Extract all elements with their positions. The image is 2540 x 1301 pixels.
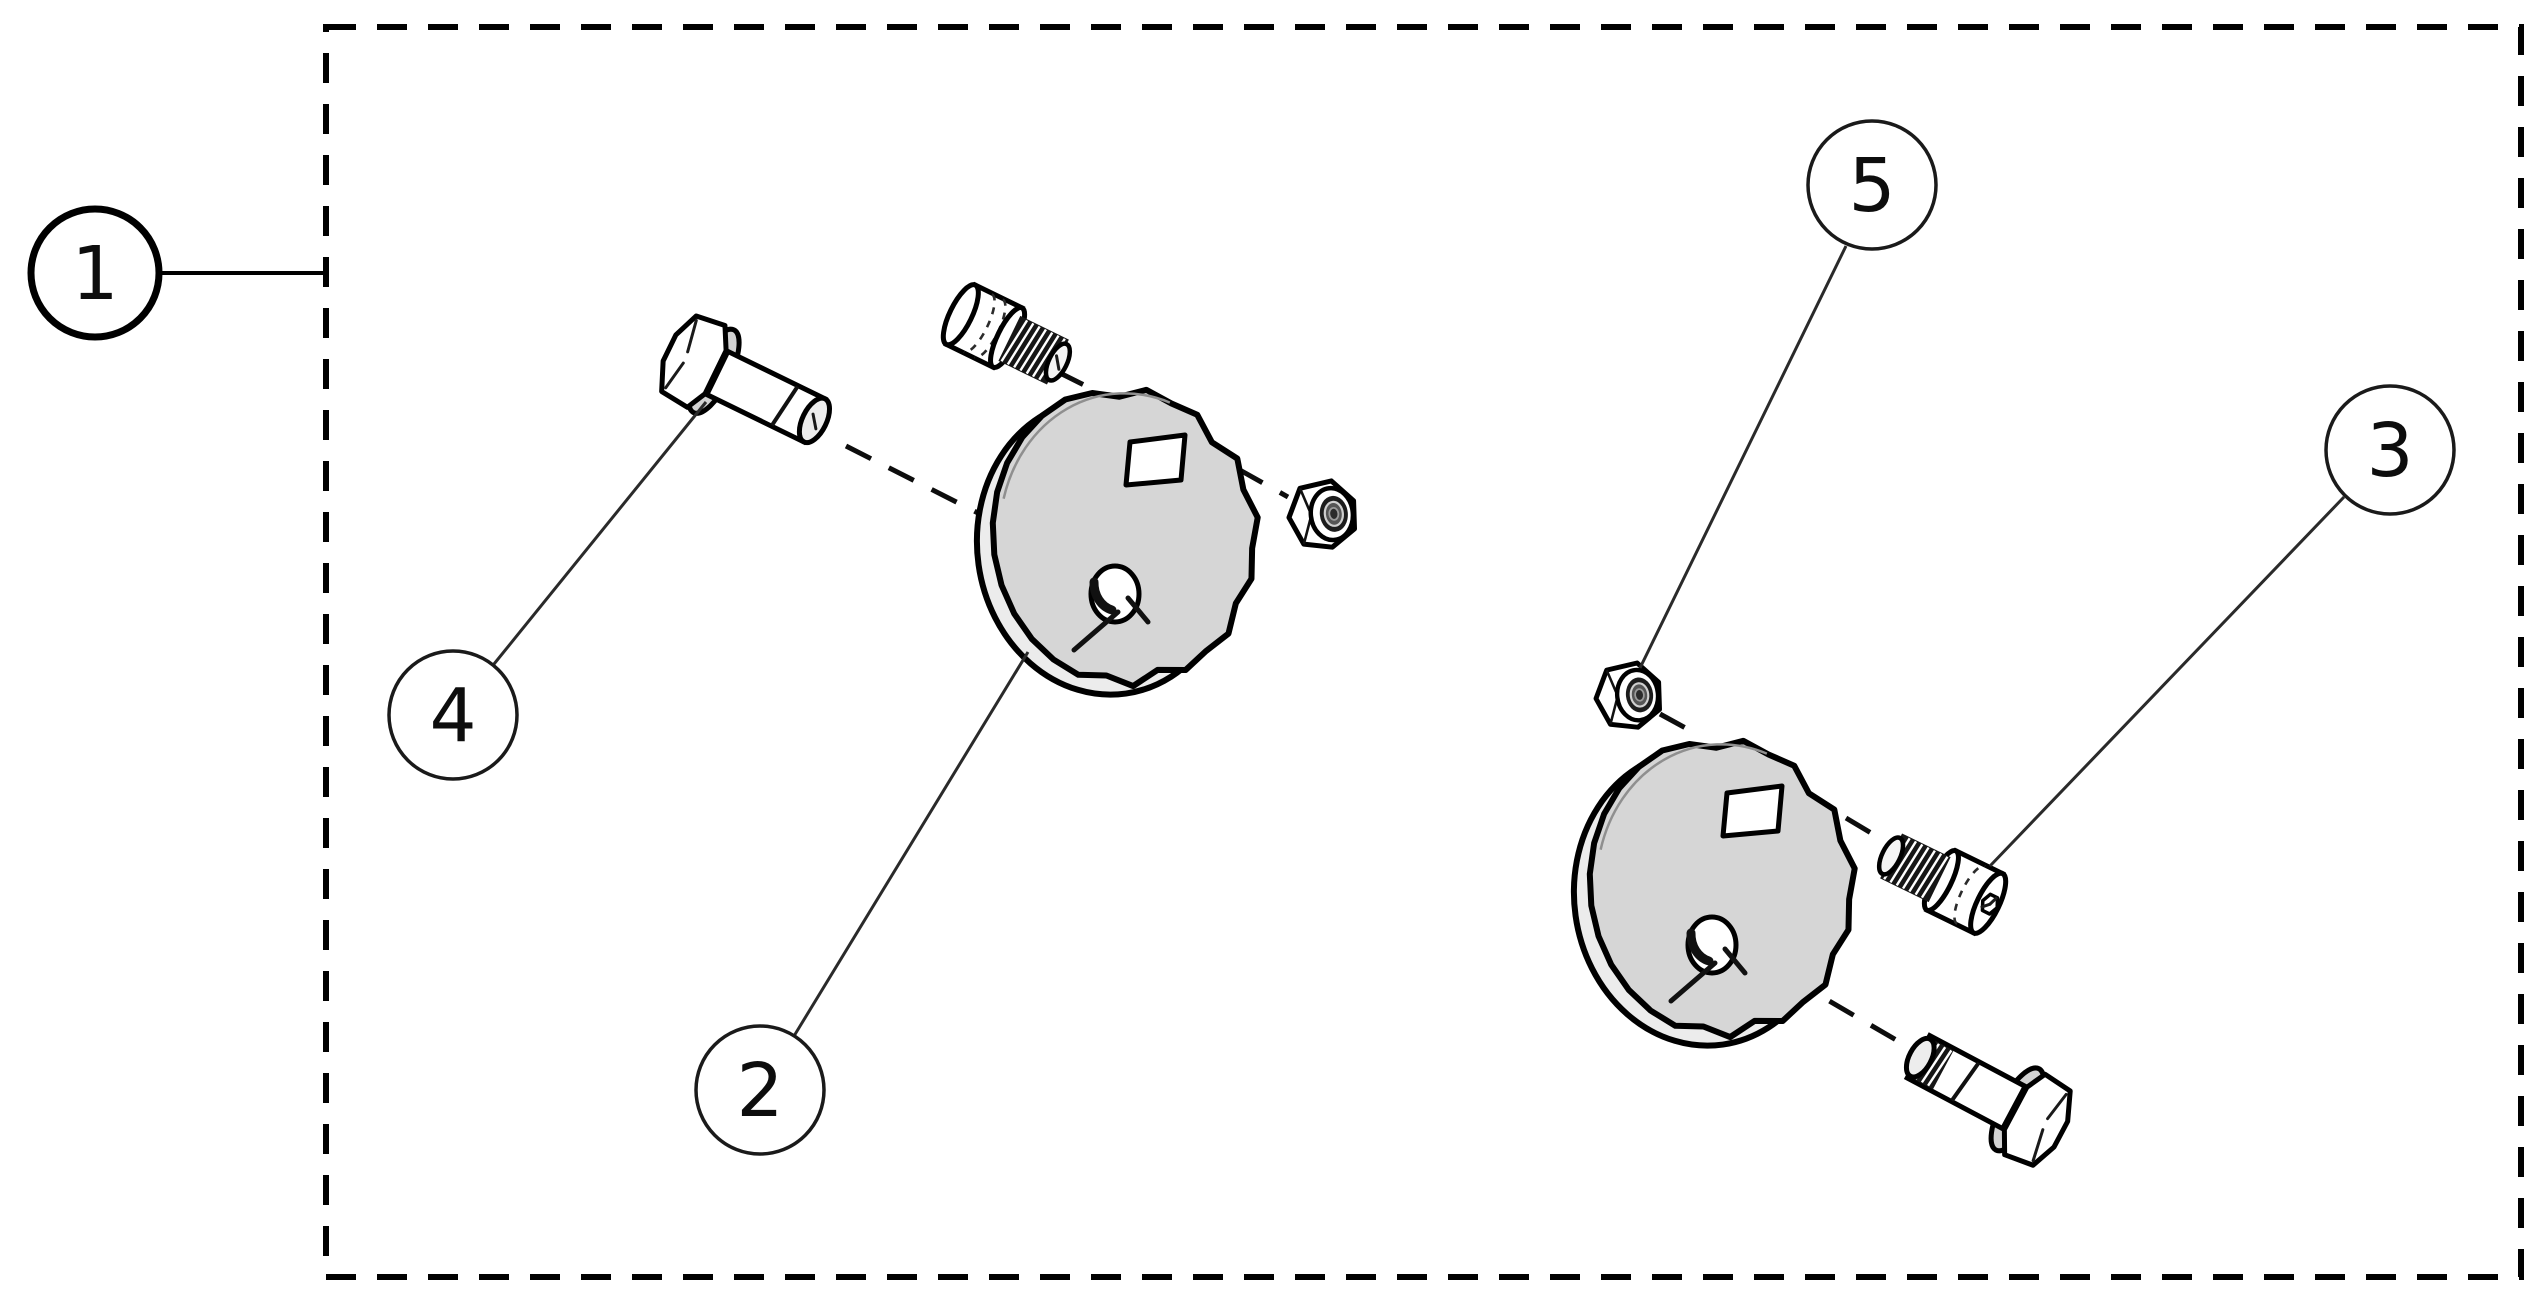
- callout-1-label: 1: [71, 231, 118, 317]
- callout-2-label: 2: [736, 1048, 783, 1134]
- socket-screw-right: [1876, 833, 2009, 937]
- callout-2[interactable]: 2: [694, 1024, 826, 1156]
- callout-4[interactable]: 4: [387, 649, 519, 781]
- axis-disc-to-nut-left: [1236, 466, 1290, 500]
- callout-4-circle[interactable]: [387, 649, 519, 781]
- axis-bolt-to-disc-left: [844, 443, 980, 516]
- screw-tip-mark: [1055, 354, 1061, 371]
- screw-head-knurl-a: [963, 293, 996, 354]
- bolt-head-facet-a: [2031, 1128, 2045, 1163]
- bolt-head-facet-a: [686, 318, 698, 354]
- callout-5-label: 5: [1848, 143, 1895, 229]
- bolt-tip-face: [1903, 1035, 1937, 1080]
- callout-3[interactable]: 3: [2324, 384, 2456, 516]
- bolt-shank-band: [1950, 1061, 1981, 1102]
- leader-callout-3: [1988, 495, 2346, 868]
- callout-1[interactable]: 1: [27, 205, 163, 341]
- screw-tip-face: [1876, 835, 1906, 877]
- screw-head-knurl-b: [974, 298, 1007, 359]
- bolt-shank-band: [770, 385, 800, 427]
- leader-callout-5: [1638, 245, 1848, 669]
- socket-screw-top: [940, 281, 1073, 385]
- notched-disc-left: [957, 373, 1279, 712]
- screw-head-knurl-a: [1953, 864, 1986, 925]
- hex-nut-right-assembly: [1593, 661, 1663, 731]
- flange-bolt-left: [659, 313, 833, 446]
- bolt-head-facet-b: [2046, 1092, 2068, 1121]
- screw-socket-spoke-b: [1988, 896, 1998, 906]
- lock-nut-left-assembly: [1286, 479, 1359, 552]
- notched-disc-right: [1554, 724, 1876, 1063]
- assembly-boundary-box: [323, 24, 2524, 1280]
- bolt-tip-mark: [811, 412, 818, 431]
- callout-5[interactable]: 5: [1806, 119, 1938, 251]
- leader-callout-4: [492, 401, 708, 665]
- bolt-head-facet-b: [664, 361, 685, 390]
- axis-screw-to-disc-left: [1056, 369, 1100, 395]
- axis-nut-to-disc-right: [1658, 711, 1704, 740]
- callout-2-circle[interactable]: [694, 1024, 826, 1156]
- flange-bolt-right: [1903, 1032, 2073, 1168]
- callout-3-circle[interactable]: [2324, 384, 2456, 516]
- callout-5-circle[interactable]: [1806, 119, 1938, 251]
- callout-4-label: 4: [429, 673, 476, 759]
- callout-3-label: 3: [2366, 408, 2413, 494]
- screw-thread-hatch: [1883, 837, 1949, 899]
- leader-callout-2: [792, 651, 1030, 1037]
- callout-1-circle[interactable]: [27, 205, 163, 341]
